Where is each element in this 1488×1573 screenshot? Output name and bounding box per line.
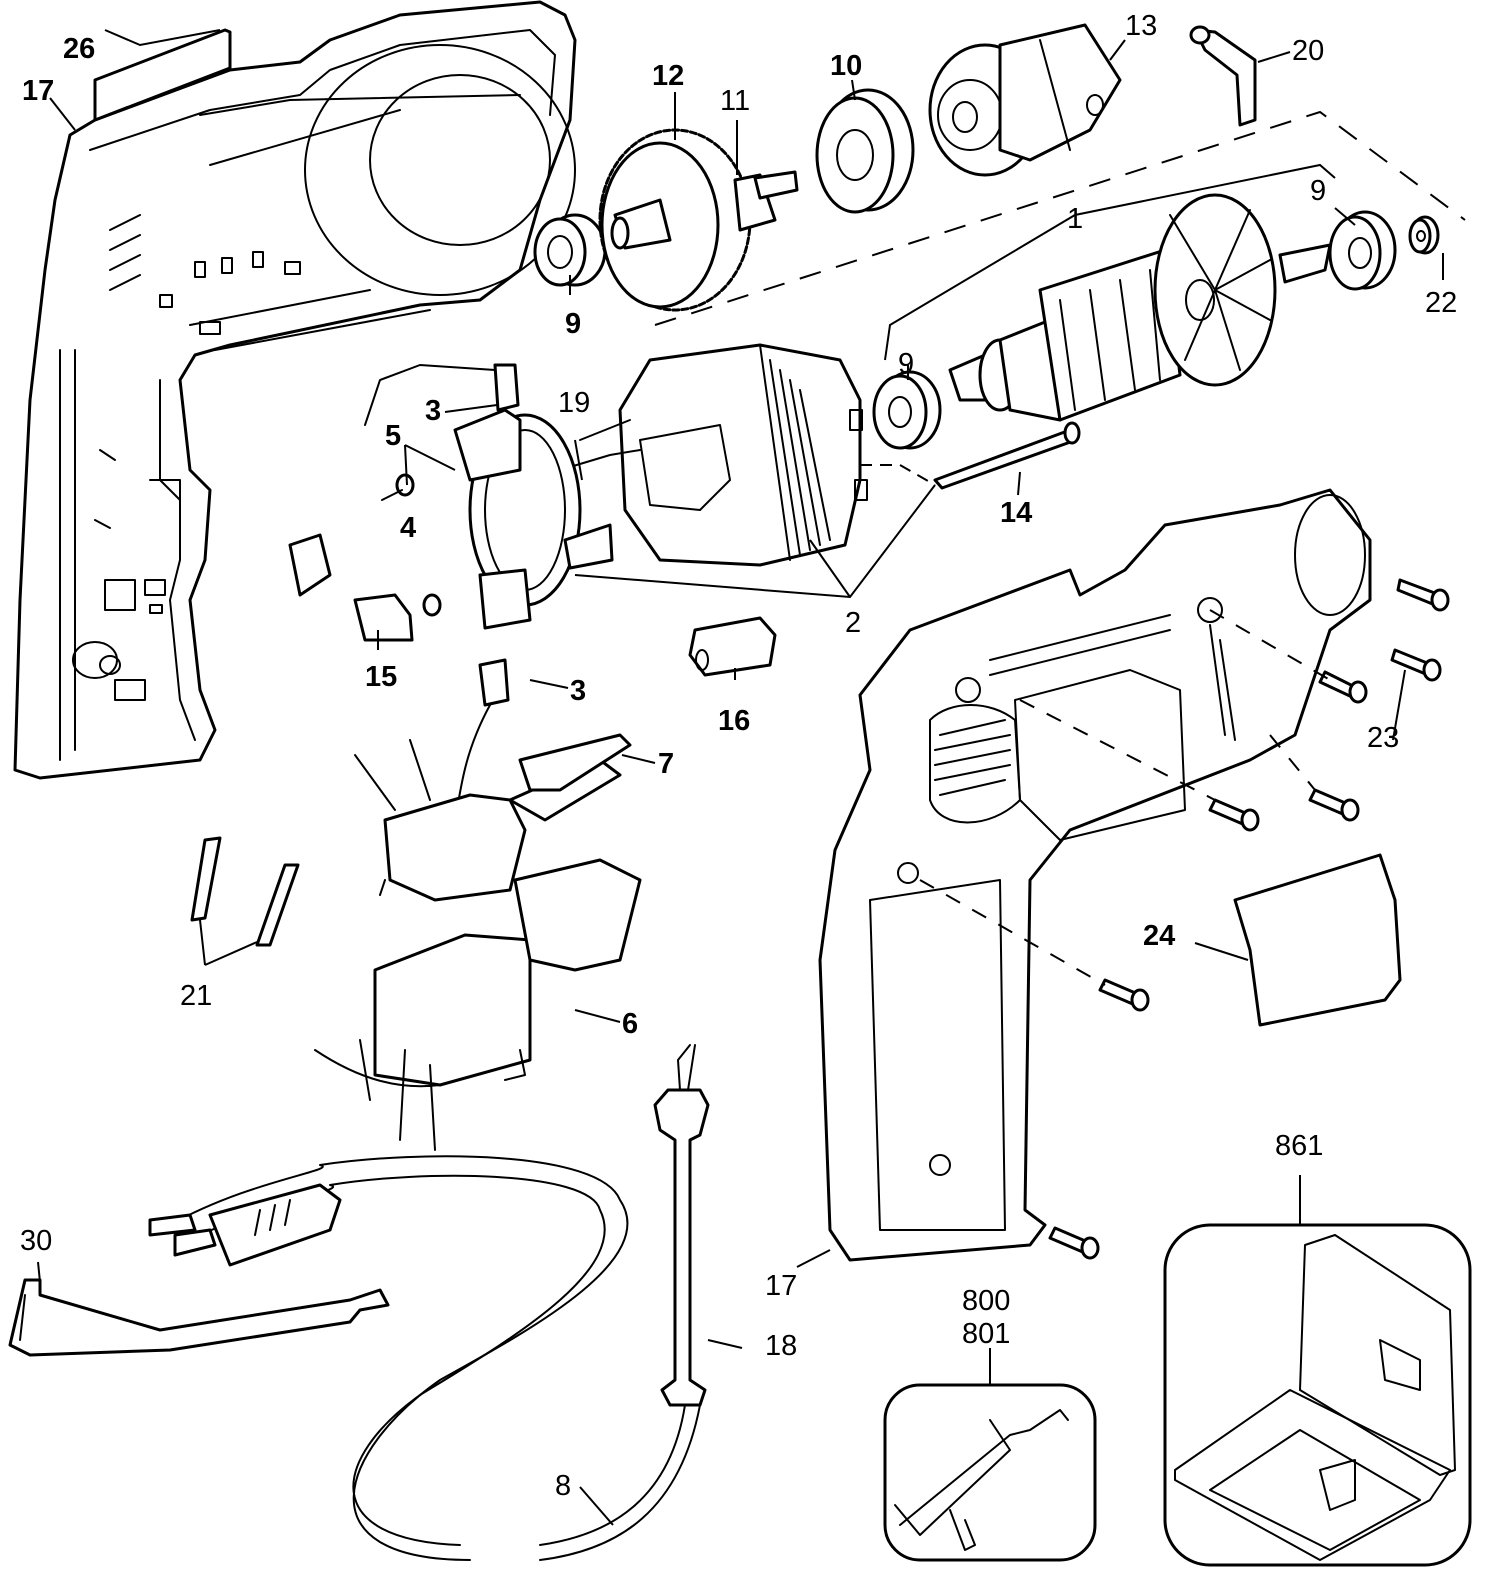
- spindle: [733, 170, 799, 232]
- screw-axis-1: [1209, 609, 1331, 681]
- bracket-armature: [884, 163, 1336, 361]
- callout-20: 20: [1292, 35, 1324, 67]
- spindle-gear: [598, 128, 752, 312]
- callout-12: 12: [652, 60, 684, 92]
- callout-17-right: 17: [765, 1270, 797, 1302]
- callout-21: 21: [180, 980, 212, 1012]
- field-assembly: [579, 343, 868, 567]
- ball-bearing-gear: [533, 213, 607, 287]
- field-screw: [933, 421, 1081, 490]
- brush-clip-small: [288, 533, 332, 597]
- side-label: [1233, 853, 1402, 1027]
- cord-tag: [8, 1278, 390, 1357]
- brush-holder-assembly: [453, 408, 614, 630]
- side-handle: [883, 1383, 1097, 1562]
- screw-axis-4: [919, 879, 1106, 986]
- brush-spring: [381, 473, 415, 501]
- callout-30: 30: [20, 1225, 52, 1257]
- callout-9-gear: 9: [565, 308, 581, 340]
- callout-16: 16: [718, 705, 750, 737]
- callout-labels: 26 17 12 11 10 13 20 9 1 9 9 22 3 19 5 4…: [20, 10, 1457, 1502]
- housing-half-left: [13, 0, 577, 780]
- reversing-slider: [688, 616, 777, 677]
- callout-3-switch: 3: [570, 675, 586, 707]
- ball-bearing-large: [815, 88, 915, 214]
- small-bearing: [1408, 215, 1440, 255]
- brush-clip: [353, 593, 414, 642]
- field-lead: [559, 449, 641, 471]
- callout-11: 11: [720, 85, 750, 117]
- callout-800: 800: [962, 1285, 1010, 1317]
- callout-9-rear: 9: [1310, 175, 1326, 207]
- callout-24: 24: [1143, 920, 1175, 952]
- callout-10: 10: [830, 50, 862, 82]
- axis-line-field-screw: [860, 464, 936, 486]
- callout-14: 14: [1000, 497, 1032, 529]
- chuck-key: [1189, 25, 1257, 127]
- callout-801: 801: [962, 1318, 1010, 1350]
- nameplate-label: [93, 28, 232, 122]
- callout-2: 2: [845, 607, 861, 639]
- callout-23: 23: [1367, 722, 1399, 754]
- callout-19: 19: [558, 387, 590, 419]
- ball-bearing-armature-rear: [1328, 210, 1397, 291]
- armature-assembly: [948, 193, 1332, 422]
- brush-spring-2: [422, 593, 442, 617]
- callout-17-left: 17: [22, 75, 54, 107]
- callout-6: 6: [622, 1008, 638, 1040]
- leader-lines: [37, 29, 1444, 1526]
- callout-13: 13: [1125, 10, 1157, 42]
- callout-4: 4: [400, 512, 416, 544]
- callout-7: 7: [658, 748, 674, 780]
- trigger-switch: [314, 858, 642, 1151]
- callout-9-front: 9: [898, 348, 914, 380]
- plug: [148, 1183, 342, 1267]
- power-cord: [169, 1155, 701, 1561]
- callout-861: 861: [1275, 1130, 1323, 1162]
- carrying-case: [1163, 1223, 1472, 1567]
- callout-8: 8: [555, 1470, 571, 1502]
- housing-half-right: [818, 488, 1372, 1262]
- screw-axis-3: [1019, 699, 1216, 801]
- callout-1: 1: [1067, 203, 1083, 235]
- callout-26: 26: [63, 33, 95, 65]
- housing-screws: [1048, 578, 1450, 1260]
- axis-line-spindle: [654, 110, 1466, 326]
- callout-3-top: 3: [425, 395, 441, 427]
- brush-connector-top: [364, 363, 520, 426]
- screw-axis-2: [1269, 734, 1316, 791]
- callout-18: 18: [765, 1330, 797, 1362]
- callout-5: 5: [385, 420, 401, 452]
- ball-bearing-armature-front: [872, 370, 942, 450]
- reversing-lever-switch-assembly: [354, 739, 622, 902]
- cord-protector: [653, 1044, 710, 1407]
- terminals: [190, 836, 300, 947]
- keyed-chuck: [928, 23, 1122, 177]
- callout-22: 22: [1425, 287, 1457, 319]
- callout-15: 15: [365, 661, 397, 693]
- reversing-lever: [518, 733, 632, 792]
